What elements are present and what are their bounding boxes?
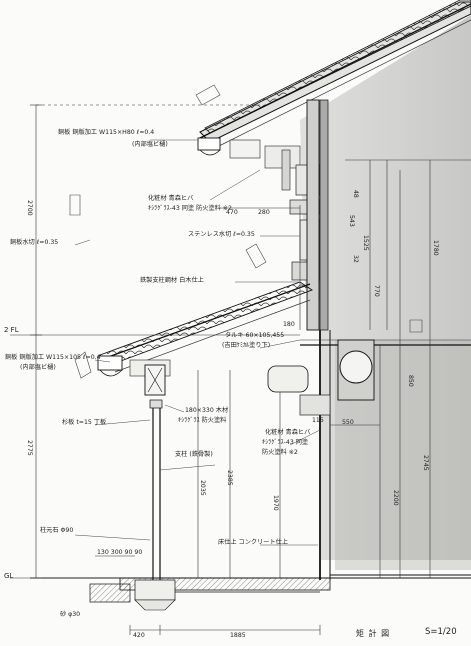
fascia-paint-label-2: ｷｼﾗｸﾞﾗｽ-43 同塗 防火塗料 ※2 [148,205,232,212]
concrete-note-label: 床仕上 コンクリート仕上 [218,539,289,546]
lintel-sub-label: ｷｼﾗｸﾞﾗｽ 防火塗料 [178,417,227,424]
window-member-sub-label: (吉田ｹﾐｶﾙ塗り下) [222,342,271,349]
dim-550: 550 [342,419,354,426]
dim-48: 48 [352,190,360,198]
base-dims-label: 130 300 90 90 [97,549,143,556]
dim-2745: 2745 [422,455,430,471]
upper-eave-label: 銅板 銅版加工 W115×H80 ℓ=0.4 [58,129,155,136]
dim-180: 180 [283,321,295,328]
wall-note-label-3: 防火塗料 ※2 [262,449,298,456]
lower-eave-label: 銅板 銅版加工 W115×105 ℓ=0.4 [5,354,101,361]
dim-280: 280 [258,209,270,216]
dim-770: 770 [373,285,381,297]
upper-eave [197,137,301,191]
dim-2200: 2200 [392,490,400,506]
dim-2035: 2035 [199,480,207,496]
dim-470: 470 [226,209,238,216]
stainless-flashing-label: ステンレス水切 ℓ=0.35 [188,231,255,238]
steel-frame-label: 鉄製支柱鋼材 白木仕上 [140,277,204,284]
wall-structure [299,330,471,580]
door-head-beam [144,364,309,409]
post-label: 支柱 (鉄骨製) [175,451,213,458]
gravel-label: 砂 φ30 [60,611,81,618]
wall-note-label-2: ｷｼﾗｸﾞﾗｽ-43 同塗 [262,439,309,446]
dimension-lines [10,104,471,635]
upper-wall-shade [300,15,471,560]
dim-2775: 2775 [26,440,34,456]
pole-note-label: 杉板 t=15 丁板 [62,419,107,426]
fascia-paint-label: 化粧材 青森ヒバ [148,195,194,202]
dim-1780: 1780 [432,240,440,256]
dim-2700: 2700 [26,200,34,216]
dim-850: 850 [407,375,415,387]
dim-543: 543 [348,215,356,227]
dim-420: 420 [133,632,145,639]
dim-1885: 1885 [230,632,246,639]
bracket-assembly [289,99,329,331]
drawing-title: 矩 計 図 [356,629,391,638]
freestanding-post [152,408,161,585]
level-2fl: 2 FL [4,326,19,334]
lower-eave-sub-label: (内部塩ビ樋) [20,364,56,371]
base-stone-label: 柱元石 Φ90 [40,527,74,534]
detail-bubbles [69,84,423,379]
foundation [30,574,471,611]
copper-flashing-label: 銅板水切 ℓ=0.35 [10,239,59,246]
dim-1970: 1970 [272,495,280,511]
dim-115: 115 [312,417,324,424]
leader-lines [74,139,321,546]
lintel-label: 180×330 木材 [185,407,229,414]
dim-32: 32 [352,255,360,263]
lower-roof [97,281,313,377]
dim-2385: 2385 [226,470,234,486]
dim-1525: 1525 [362,235,370,251]
drawing-scale: S=1/20 [425,627,457,637]
upper-eave-sub-label: (内部塩ビ樋) [132,141,168,148]
wall-note-label: 化粧材 青森ヒバ [265,429,311,436]
window-member-label: タルキ 60×105,455 [225,332,285,339]
level-gl: GL [4,572,14,580]
